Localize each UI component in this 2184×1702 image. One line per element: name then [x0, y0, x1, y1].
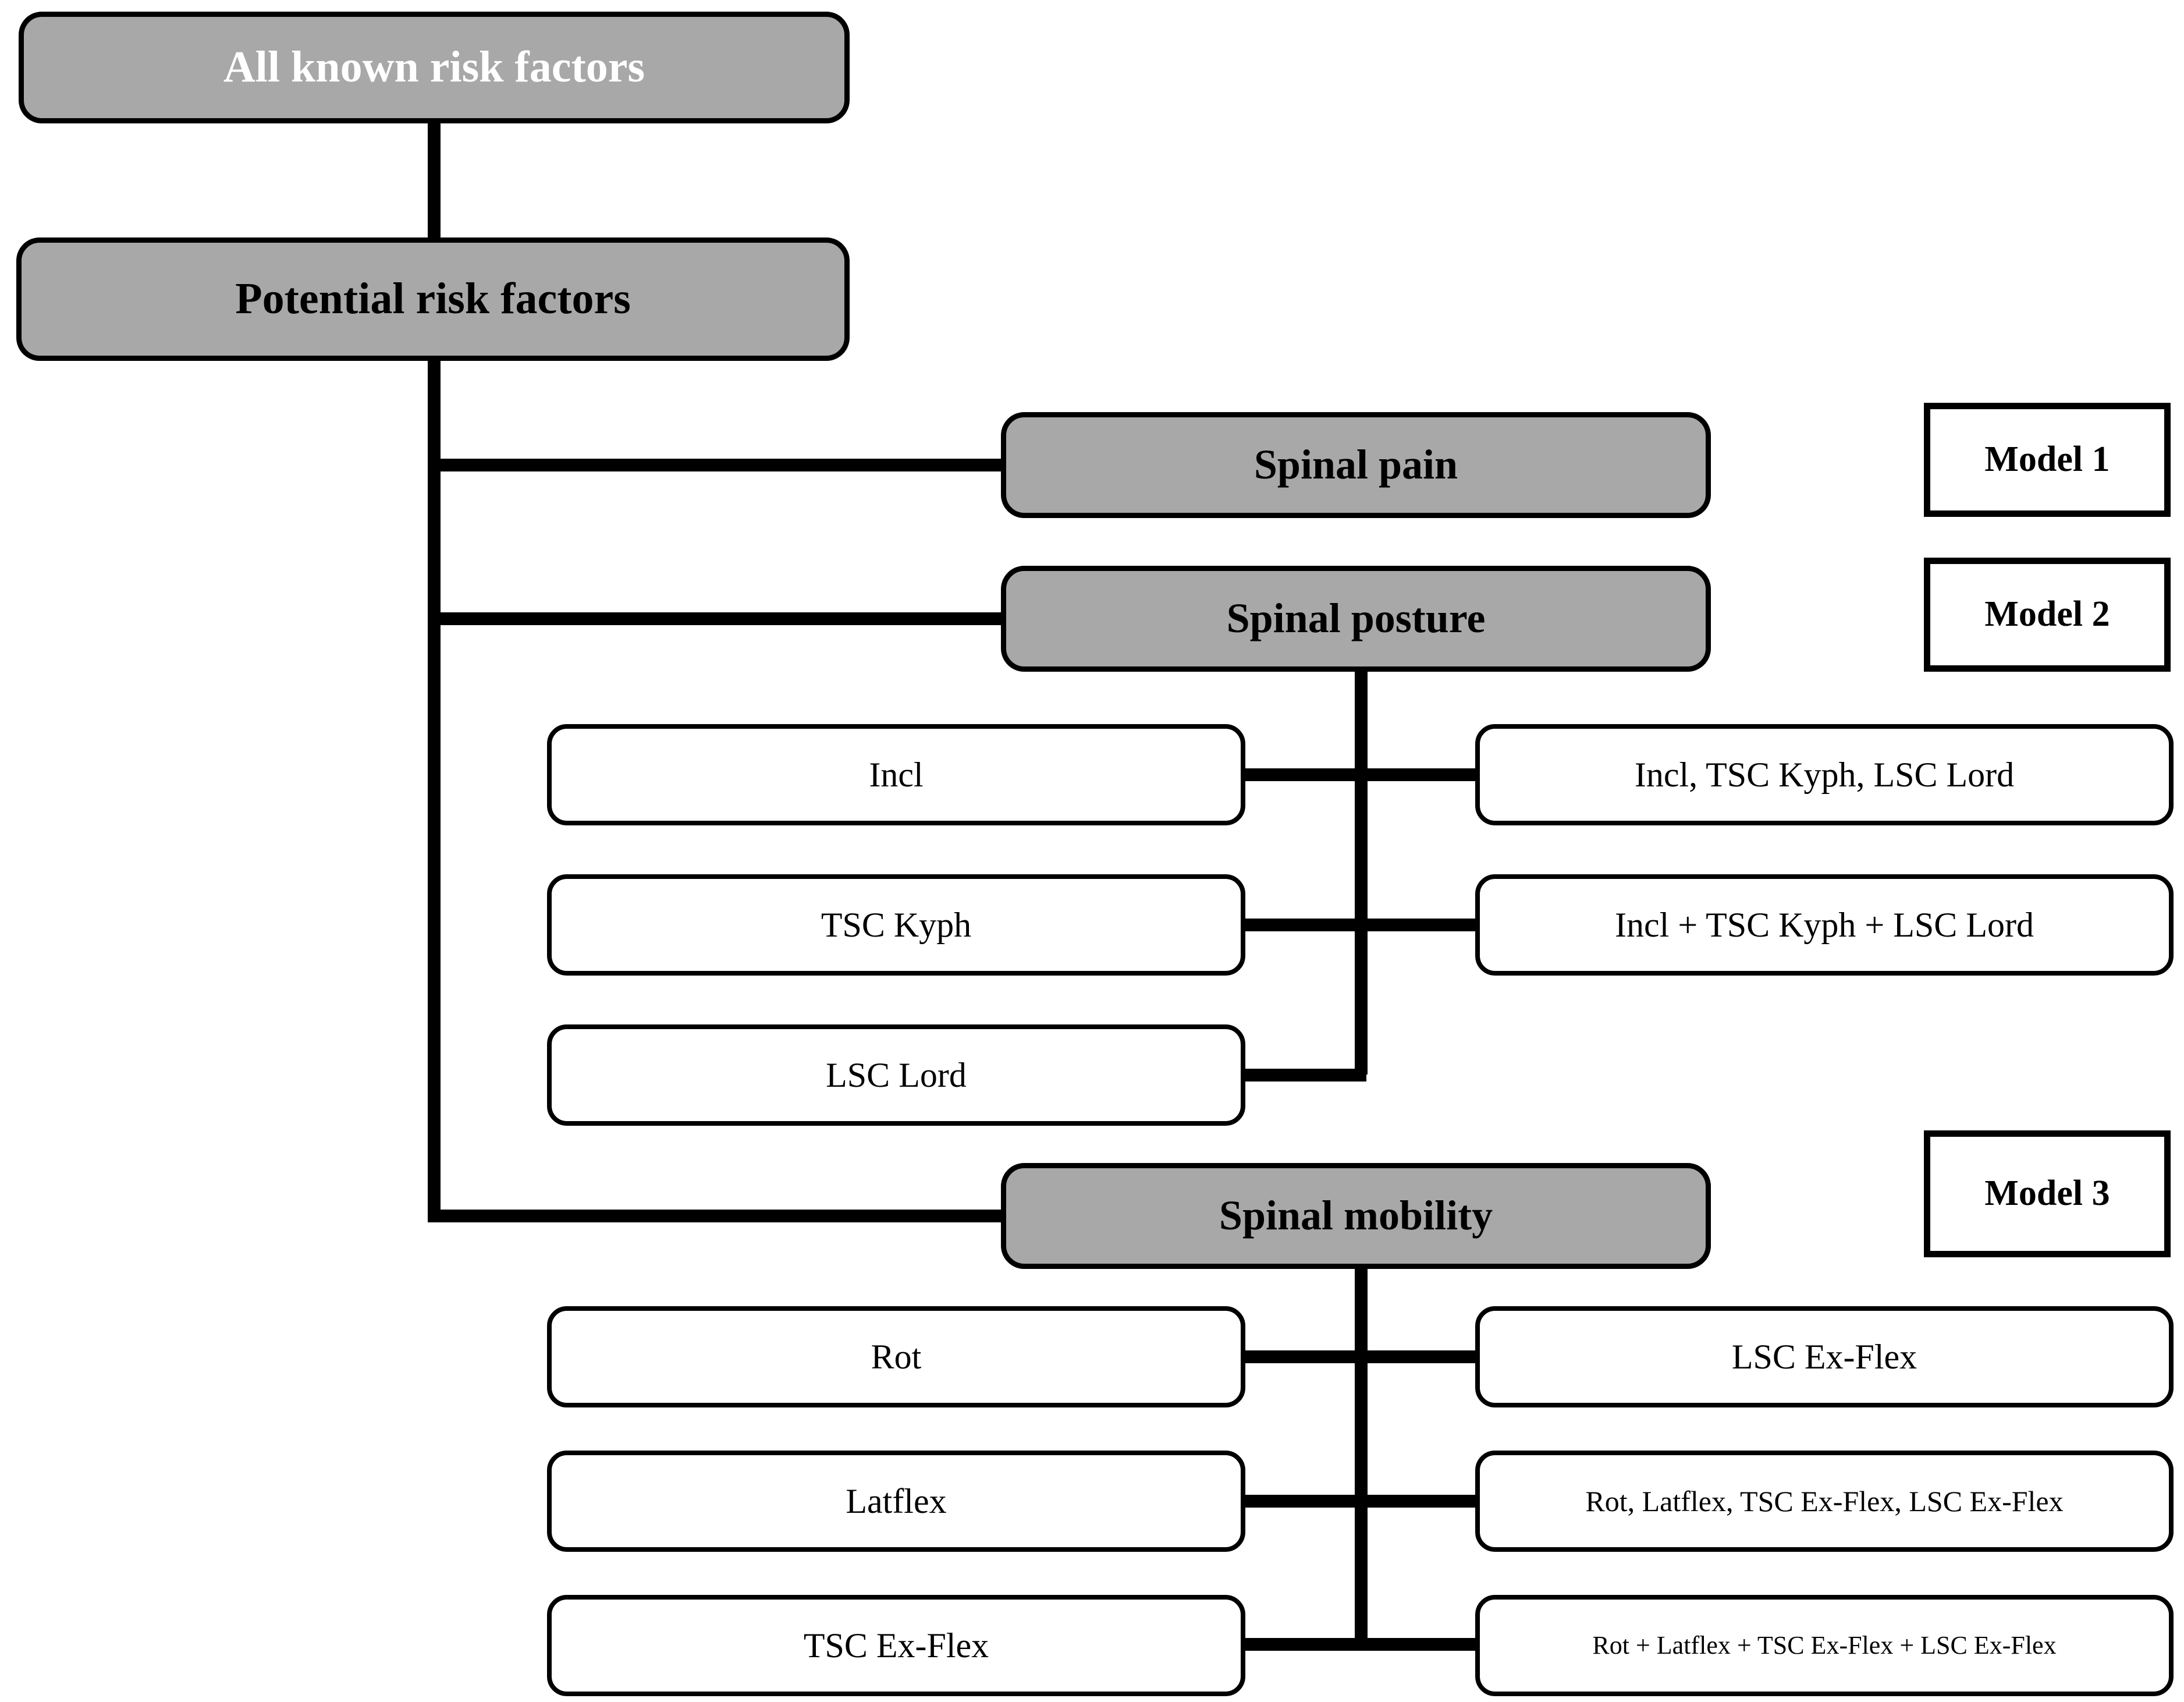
node-mobility-left-rot[interactable]: Rot: [547, 1306, 1245, 1407]
node-model-1[interactable]: Model 1: [1924, 403, 2171, 517]
node-mobility-left-tsc-ex-flex[interactable]: TSC Ex-Flex: [547, 1595, 1245, 1696]
node-mobility-right-lsc-ex-flex[interactable]: LSC Ex-Flex: [1475, 1306, 2174, 1407]
connector-allknown-to-potential: [428, 105, 441, 242]
connector-posture-row-1: [1242, 768, 1482, 781]
node-model-3[interactable]: Model 3: [1924, 1130, 2171, 1257]
connector-trunk-to-spinal-pain: [428, 459, 1010, 471]
node-posture-left-tsc-kyph[interactable]: TSC Kyph: [547, 874, 1245, 976]
node-mobility-right-combo-sum[interactable]: Rot + Latflex + TSC Ex-Flex + LSC Ex-Fle…: [1475, 1595, 2174, 1696]
connector-trunk-to-spinal-mobility: [428, 1210, 1010, 1222]
connector-mobility-row-3: [1242, 1638, 1482, 1651]
connector-mobility-row-2: [1242, 1495, 1482, 1508]
node-mobility-right-combo-list[interactable]: Rot, Latflex, TSC Ex-Flex, LSC Ex-Flex: [1475, 1451, 2174, 1552]
node-spinal-mobility[interactable]: Spinal mobility: [1001, 1163, 1711, 1269]
connector-posture-row-2: [1242, 919, 1482, 931]
node-spinal-pain[interactable]: Spinal pain: [1001, 412, 1711, 518]
node-all-known-risk-factors[interactable]: All known risk factors: [19, 12, 850, 123]
connector-posture-vertical: [1355, 667, 1368, 1075]
node-mobility-left-latflex[interactable]: Latflex: [547, 1451, 1245, 1552]
connector-trunk-to-spinal-posture: [428, 612, 1010, 625]
node-posture-left-lsc-lord[interactable]: LSC Lord: [547, 1024, 1245, 1126]
node-posture-left-incl[interactable]: Incl: [547, 724, 1245, 825]
node-posture-right-combo-sum[interactable]: Incl + TSC Kyph + LSC Lord: [1475, 874, 2174, 976]
connector-mobility-vertical: [1355, 1264, 1368, 1651]
connector-trunk-vertical: [428, 361, 441, 1222]
node-model-2[interactable]: Model 2: [1924, 558, 2171, 672]
node-potential-risk-factors[interactable]: Potential risk factors: [16, 237, 850, 361]
node-posture-right-combo-list[interactable]: Incl, TSC Kyph, LSC Lord: [1475, 724, 2174, 825]
connector-mobility-row-1: [1242, 1350, 1482, 1363]
connector-posture-row-3: [1242, 1069, 1366, 1082]
node-spinal-posture[interactable]: Spinal posture: [1001, 566, 1711, 672]
